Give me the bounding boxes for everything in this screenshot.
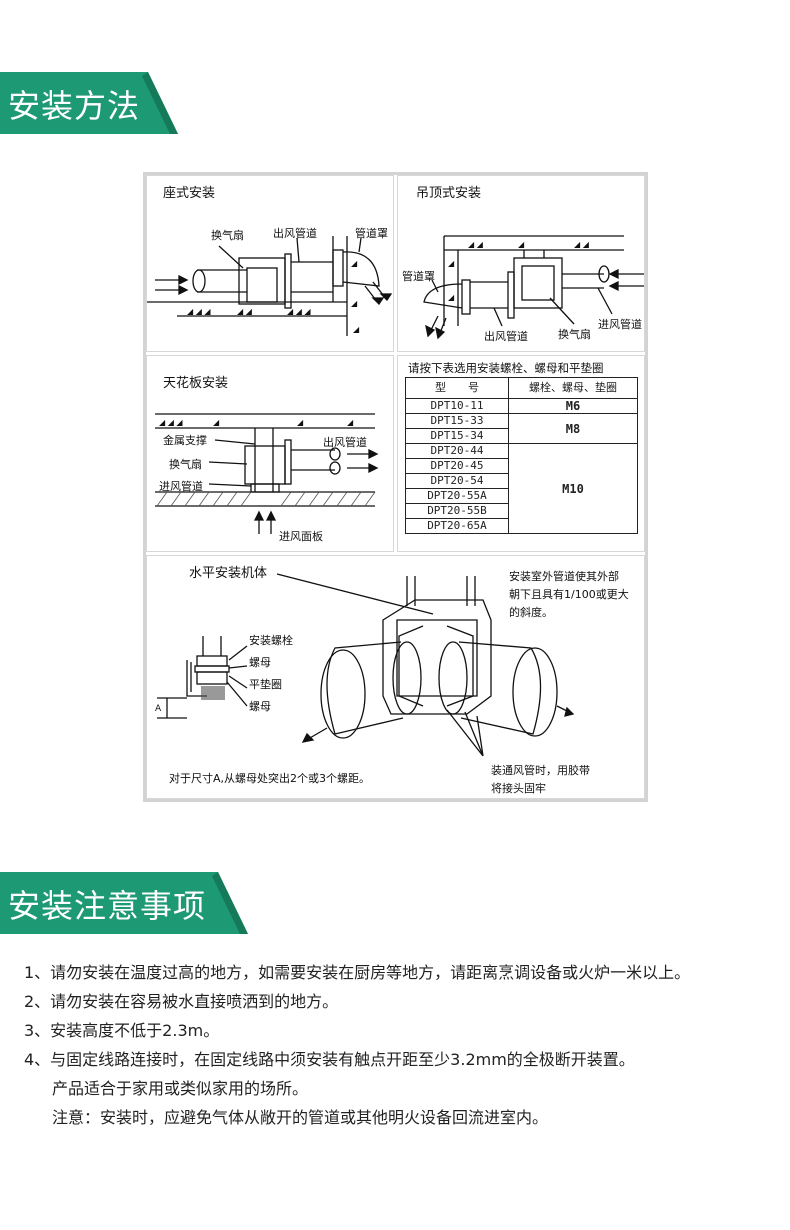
svg-text:◢: ◢	[351, 299, 358, 308]
size-cell: M8	[508, 413, 638, 444]
svg-text:◢ ◢ ◢: ◢ ◢ ◢	[159, 418, 183, 427]
model-cell: DPT20-55B	[405, 503, 509, 519]
outdoor-duct-note-line: 安装室外管道使其外部	[509, 570, 619, 583]
model-cell: DPT15-33	[405, 413, 509, 429]
inlet-duct-label: 进风管道	[159, 480, 203, 493]
model-cell: DPT20-45	[405, 458, 509, 474]
svg-text:◢ ◢: ◢ ◢	[468, 240, 484, 249]
seat-install-drawing: ◢ ◢ ◢ ◢ ◢ ◢ ◢ ◢ ◢ ◢ ◢	[147, 236, 393, 336]
note-item: 注意：安装时，应避免气体从敞开的管道或其他明火设备回流进室内。	[52, 1108, 549, 1127]
svg-text:◢: ◢	[213, 418, 220, 427]
horizontal-install-drawing	[157, 573, 575, 757]
model-cell: DPT20-55A	[405, 488, 509, 504]
size-cell: M10	[508, 443, 638, 534]
svg-text:◢ ◢: ◢ ◢	[237, 307, 253, 316]
spec-table: 型 号 螺栓、螺母、垫圈 DPT10-11 M6 DPT15-33 M8 DPT…	[405, 377, 638, 534]
section-title: 安装注意事项	[8, 887, 207, 925]
outlet-duct-label: 出风管道	[273, 227, 317, 240]
table-row: DPT20-44 M10	[405, 443, 638, 534]
duct-cover-label: 管道罩	[355, 227, 388, 240]
table-row: DPT10-11 M6	[405, 398, 638, 414]
section-title: 安装方法	[8, 87, 141, 125]
model-cell: DPT20-54	[405, 473, 509, 489]
banner-shape	[0, 872, 248, 934]
svg-text:◢: ◢	[518, 240, 525, 249]
install-notes-list: 1、请勿安装在温度过高的地方，如需要安装在厨房等地方，请距离烹调设备或火炉一米以…	[24, 958, 784, 1132]
note-item: 2、请勿安装在容易被水直接喷洒到的地方。	[24, 992, 339, 1011]
size-cell: M6	[508, 398, 638, 414]
svg-text:◢ ◢ ◢: ◢ ◢ ◢	[287, 307, 311, 316]
svg-text:◢: ◢	[351, 259, 358, 268]
ceiling-hang-drawing: ◢ ◢ ◢ ◢ ◢ ◢ ◢	[423, 235, 644, 340]
section-banner-install-notes: 安装注意事项	[0, 872, 248, 934]
table-row: DPT15-34	[405, 428, 638, 444]
bolt-label: 安装螺栓	[249, 634, 293, 647]
table-caption: 请按下表选用安装螺栓、螺母和平垫圈	[408, 361, 604, 375]
fan-label: 换气扇	[211, 229, 244, 242]
svg-text:◢ ◢: ◢ ◢	[574, 240, 590, 249]
svg-text:◢: ◢	[353, 325, 360, 334]
inlet-duct-label: 进风管道	[598, 318, 642, 331]
svg-text:◢ ◢ ◢: ◢ ◢ ◢	[187, 307, 211, 316]
note-item: 4、与固定线路连接时，在固定线路中须安装有触点开距至少3.2mm的全极断开装置。	[24, 1050, 635, 1069]
metal-support-label: 金属支撑	[163, 434, 207, 447]
table-row: DPT20-55A	[405, 488, 638, 504]
tape-note-line: 将接头固牢	[491, 782, 546, 795]
svg-text:◢: ◢	[297, 418, 304, 427]
banner-shape	[0, 72, 178, 134]
table-header-row: 型 号 螺栓、螺母、垫圈	[405, 377, 638, 399]
nut-label: 螺母	[249, 656, 271, 669]
tape-note-line: 装通风管时，用胶带	[491, 764, 590, 777]
model-cell: DPT15-34	[405, 428, 509, 444]
header-model: 型 号	[405, 377, 509, 399]
washer-label: 平垫圈	[249, 678, 282, 691]
outlet-duct-label: 出风管道	[323, 436, 367, 449]
note-item: 产品适合于家用或类似家用的场所。	[52, 1079, 309, 1098]
svg-text:◢: ◢	[448, 259, 455, 268]
table-row: DPT20-65A	[405, 518, 638, 534]
model-cell: DPT10-11	[405, 398, 509, 414]
panel-title: 水平安装机体	[189, 566, 268, 581]
duct-cover-label: 管道罩	[402, 270, 435, 283]
svg-text:◢: ◢	[448, 293, 455, 302]
panel-ceiling-board-install: 天花板安装 金属支撑 出风管道 换气扇 进风管道 进风面板	[146, 355, 394, 552]
inlet-panel-label: 进风面板	[279, 530, 323, 543]
outlet-duct-label: 出风管道	[484, 330, 528, 343]
nut-label: 螺母	[249, 700, 271, 713]
outdoor-duct-note-line: 的斜度。	[509, 606, 553, 619]
outdoor-duct-note-line: 朝下且具有1/100或更大	[509, 588, 629, 601]
note-item: 3、安装高度不低于2.3m。	[24, 1021, 220, 1040]
header-bolt: 螺栓、螺母、垫圈	[508, 377, 638, 399]
dimension-a-label: A	[155, 704, 162, 714]
model-cell: DPT20-65A	[405, 518, 509, 534]
note-item: 1、请勿安装在温度过高的地方，如需要安装在厨房等地方，请距离烹调设备或火炉一米以…	[24, 963, 691, 982]
table-row: DPT15-33 M8	[405, 413, 638, 444]
panel-title: 座式安装	[163, 186, 216, 201]
fan-label: 换气扇	[169, 458, 202, 471]
panel-title: 吊顶式安装	[416, 186, 482, 201]
fan-label: 换气扇	[558, 328, 591, 341]
section-banner-install-method: 安装方法	[0, 72, 178, 134]
panel-seat-install: 座式安装 换气扇 出风管道 管道罩	[146, 175, 394, 352]
ceiling-board-drawing: ◢ ◢ ◢ ◢ ◢ ◢	[155, 413, 379, 534]
panel-horizontal-install: 水平安装机体 安装室外管道使其外部 朝下且具有1/100或更大 的斜度。 安装螺…	[146, 555, 645, 799]
table-row: DPT20-55B	[405, 503, 638, 519]
panel-ceiling-hang-install: 吊顶式安装 管道罩 出风管道 换气扇 进风管道	[397, 175, 645, 352]
panel-title: 天花板安装	[163, 376, 229, 391]
dimension-note: 对于尺寸A,从螺母处突出2个或3个螺距。	[169, 772, 371, 785]
model-cell: DPT20-44	[405, 443, 509, 459]
svg-text:◢: ◢	[347, 418, 354, 427]
